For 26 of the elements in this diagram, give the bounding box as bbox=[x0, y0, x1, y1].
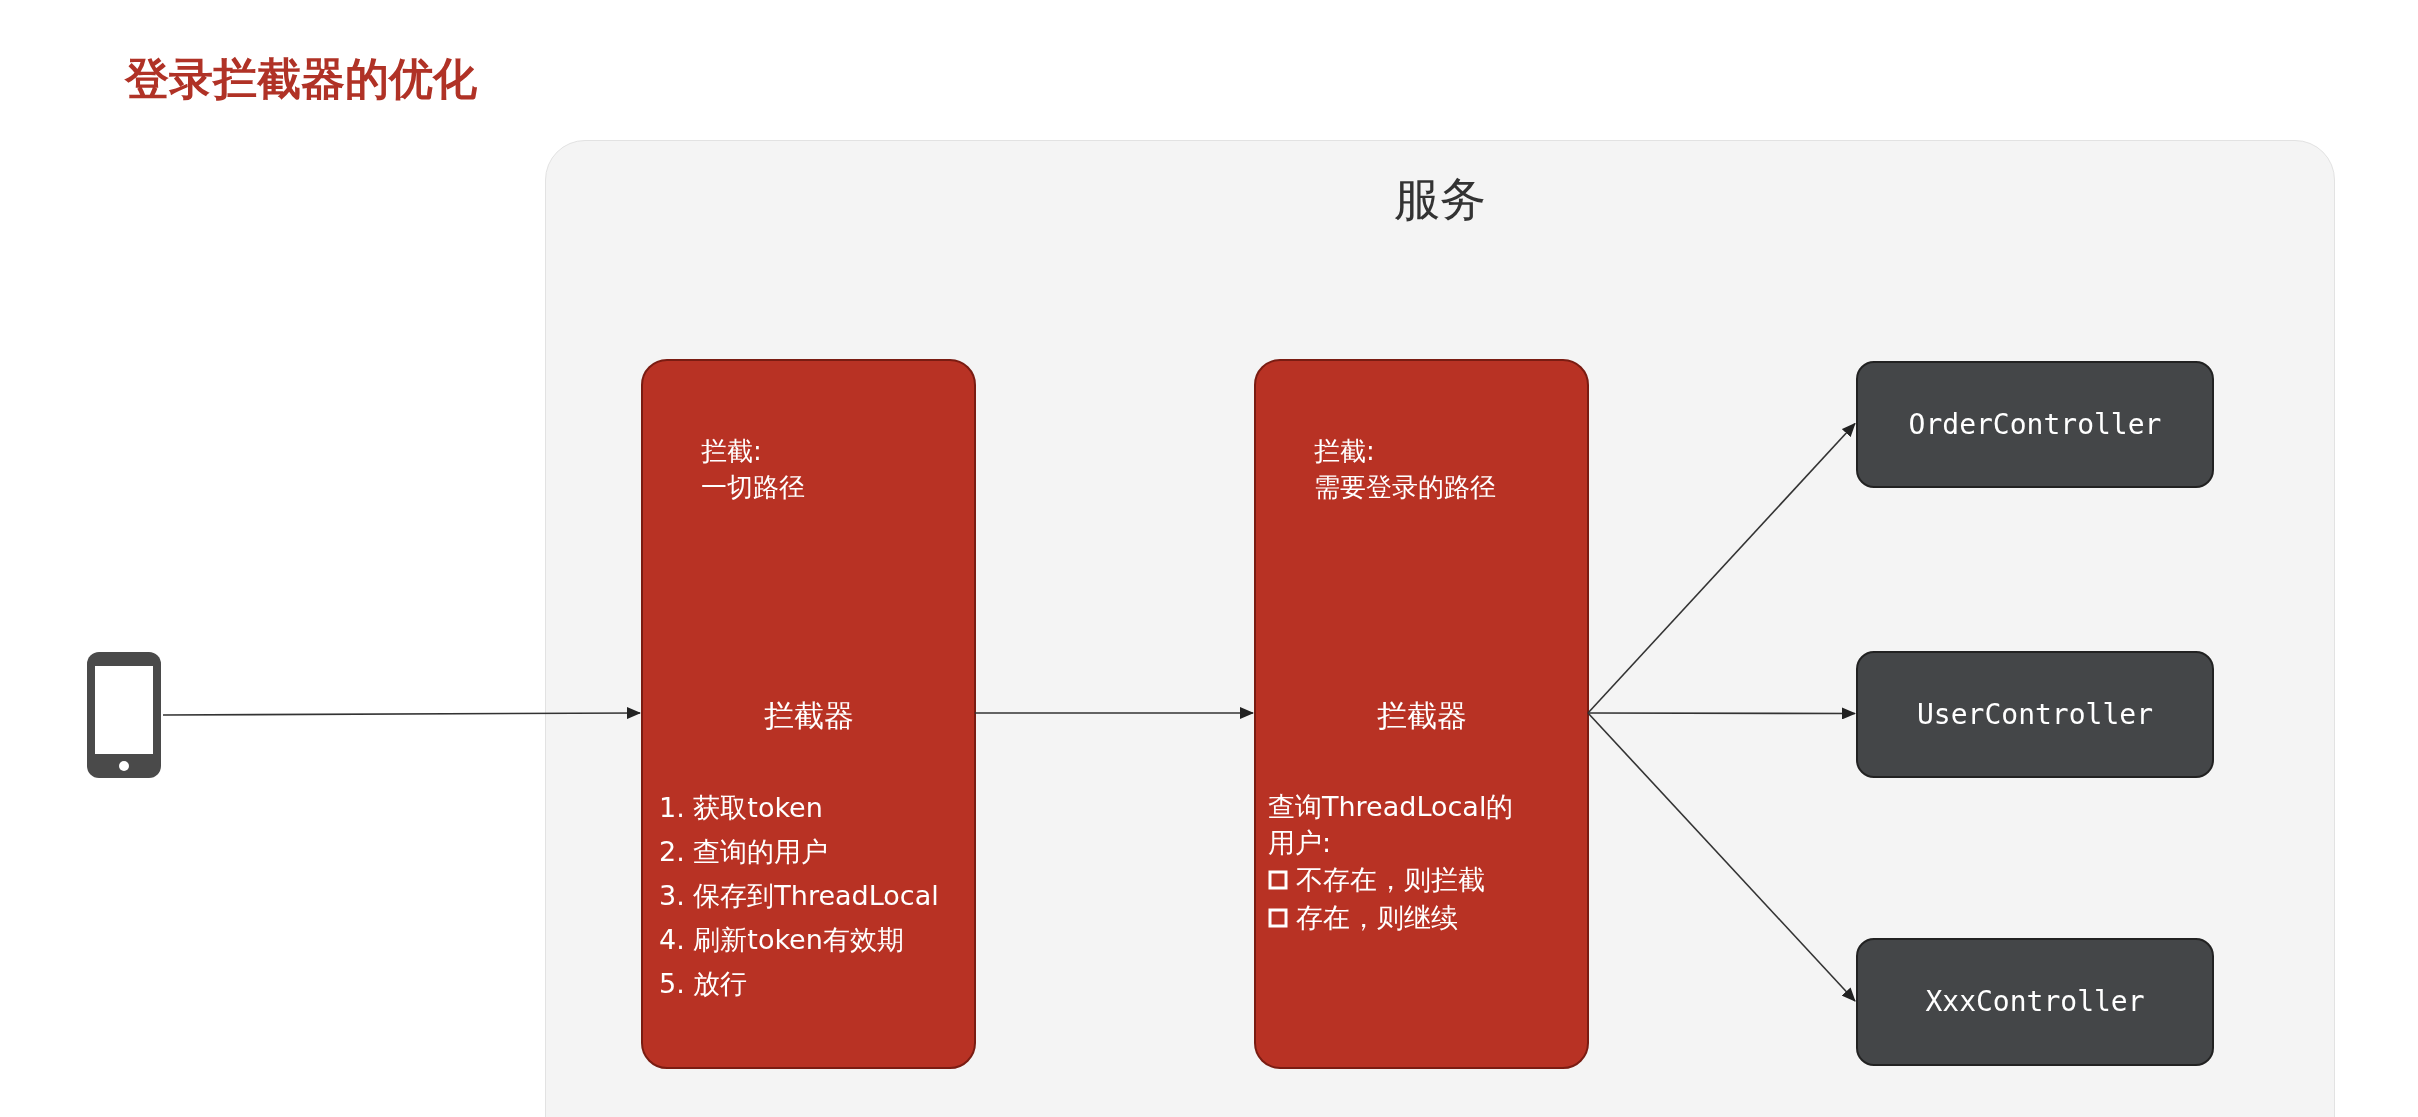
step-text: 3. 保存到ThreadLocal bbox=[659, 879, 939, 913]
controller-box: XxxController bbox=[1856, 938, 2214, 1066]
arrow bbox=[162, 707, 641, 720]
phone-icon bbox=[85, 650, 163, 780]
condition-text: 不存在，则拦截 bbox=[1296, 863, 1485, 897]
arrow bbox=[1587, 707, 1856, 720]
condition-text: 存在，则继续 bbox=[1296, 901, 1458, 935]
panel-title: 服务 bbox=[1393, 171, 1487, 228]
check-text: 查询ThreadLocal的用户: bbox=[1268, 790, 1515, 860]
arrow bbox=[1587, 422, 1856, 714]
step-text: 5. 放行 bbox=[659, 967, 749, 1001]
arrow bbox=[974, 707, 1254, 719]
scope-note: 拦截:需要登录的路径 bbox=[1314, 435, 1496, 504]
page-title: 登录拦截器的优化 bbox=[125, 52, 477, 106]
controller-box: OrderController bbox=[1856, 361, 2214, 488]
service-panel bbox=[545, 140, 2335, 1117]
step-text: 1. 获取token bbox=[659, 791, 824, 825]
step-text: 4. 刷新token有效期 bbox=[659, 923, 905, 957]
step-text: 2. 查询的用户 bbox=[659, 835, 830, 869]
box-title: 拦截器 bbox=[1375, 697, 1468, 735]
scope-note: 拦截:一切路径 bbox=[701, 435, 805, 504]
controller-box: UserController bbox=[1856, 651, 2214, 778]
interceptor-box bbox=[1254, 359, 1589, 1069]
box-title: 拦截器 bbox=[762, 697, 855, 735]
interceptor-box bbox=[641, 359, 976, 1069]
arrow bbox=[1587, 712, 1856, 1002]
